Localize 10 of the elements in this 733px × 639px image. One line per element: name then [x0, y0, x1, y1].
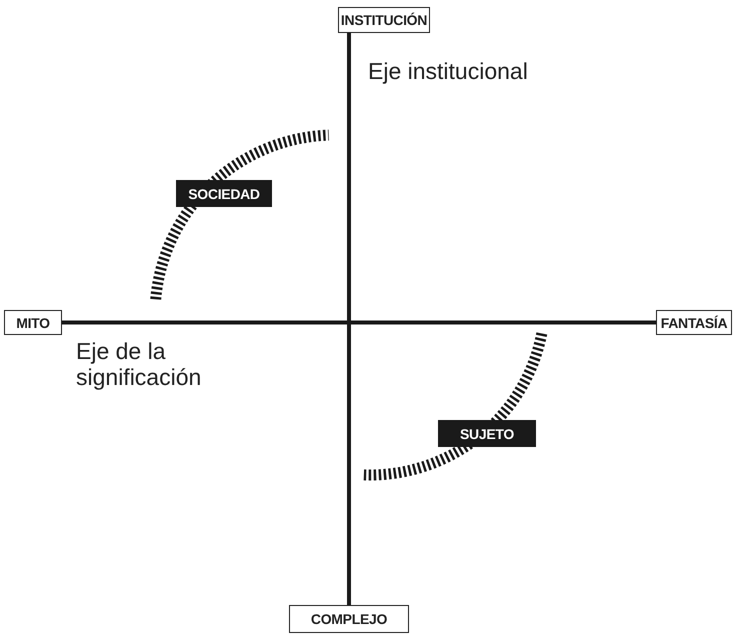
axis-caption: Eje de la significación	[76, 338, 202, 391]
axis-line	[347, 33, 351, 605]
dark-label: SOCIEDAD	[176, 180, 272, 207]
axis-end-label: FANTASÍA	[656, 310, 732, 335]
axis-end-label: INSTITUCIÓN	[338, 7, 430, 33]
axis-end-label: MITO	[4, 310, 62, 335]
axis-caption: Eje institucional	[368, 58, 529, 84]
dark-label: SUJETO	[438, 420, 536, 447]
axis-line	[62, 320, 656, 324]
axis-end-label: COMPLEJO	[289, 605, 409, 633]
